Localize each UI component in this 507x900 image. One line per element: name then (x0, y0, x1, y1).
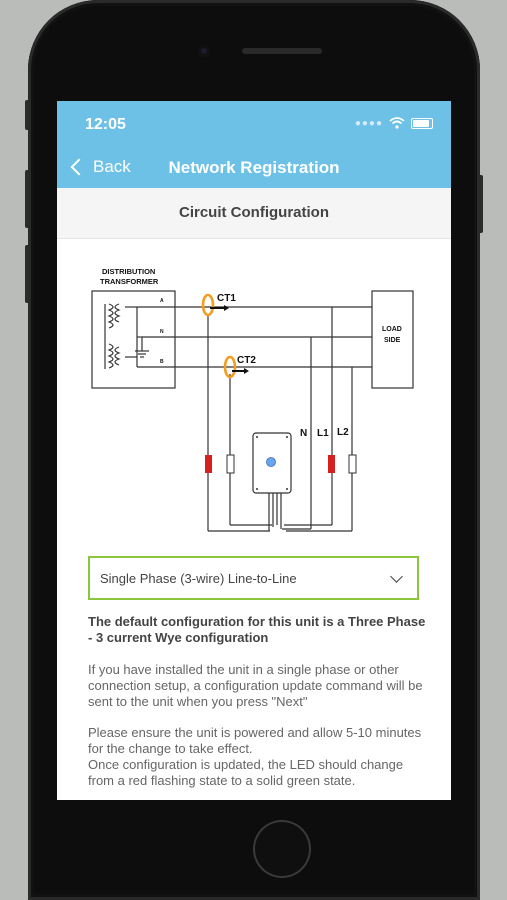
label-distribution: DISTRIBUTION (102, 267, 155, 276)
label-n: N (300, 428, 307, 439)
label-ct1: CT1 (217, 293, 236, 304)
label-ct2: CT2 (237, 355, 256, 366)
white-clip-left (226, 454, 235, 474)
configuration-select[interactable]: Single Phase (3-wire) Line-to-Line (88, 556, 419, 600)
red-clip-right (328, 455, 335, 473)
led-indicator-icon (266, 457, 276, 467)
red-clip-left (205, 455, 212, 473)
device-screw-icon (286, 436, 288, 438)
default-config-note: The default configuration for this unit … (88, 614, 426, 645)
label-phase-a: A (160, 298, 164, 304)
wifi-icon (389, 117, 405, 129)
instruction-paragraph-2: Please ensure the unit is powered and al… (88, 725, 428, 789)
label-side: SIDE (384, 337, 401, 344)
chevron-down-icon (390, 569, 403, 583)
top-bar: 12:05 ●●●● Back Network Registration (57, 101, 451, 188)
status-time: 12:05 (85, 116, 126, 133)
label-neutral-small: N (160, 329, 164, 335)
volume-down-button (25, 245, 30, 303)
load-side-box (371, 290, 414, 389)
label-transformer: TRANSFORMER (100, 277, 159, 286)
transformer-coil-icon (104, 303, 149, 369)
ct1-clamp (201, 293, 215, 317)
device-cable (268, 493, 282, 531)
instruction-paragraph-1: If you have installed the unit in a sing… (88, 662, 423, 709)
back-button[interactable]: Back (69, 157, 131, 177)
drop-wires (207, 307, 353, 532)
mute-switch (25, 100, 30, 130)
device-screw-icon (256, 436, 258, 438)
app-screen: 12:05 ●●●● Back Network Registration Cir… (57, 101, 451, 800)
front-camera (198, 45, 210, 57)
label-load: LOAD (382, 326, 402, 333)
label-l2: L2 (337, 427, 349, 438)
signal-icon: ●●●● (354, 117, 383, 129)
ct2-clamp (223, 355, 237, 379)
instruction-paragraph-2-line-2: Once configuration is updated, the LED s… (88, 757, 404, 788)
transformer-box (91, 290, 176, 389)
label-phase-b: B (160, 359, 164, 365)
power-button (478, 175, 483, 233)
instruction-paragraph-2-line-1: Please ensure the unit is powered and al… (88, 725, 422, 756)
wiring-diagram: DISTRIBUTION TRANSFORMER A N B LOAD SIDE (87, 259, 422, 536)
configuration-select-value: Single Phase (3-wire) Line-to-Line (100, 570, 297, 586)
device-screw-icon (286, 488, 288, 490)
ct1-arrow-icon (224, 305, 229, 311)
earpiece-speaker (242, 48, 322, 54)
home-button[interactable] (253, 820, 311, 878)
main-lines (136, 306, 372, 368)
status-icons: ●●●● (355, 117, 433, 129)
page-title: Network Registration (168, 158, 340, 177)
label-l1: L1 (317, 428, 329, 439)
white-clip-right (348, 454, 357, 474)
battery-icon (411, 117, 433, 129)
volume-up-button (25, 170, 30, 228)
section-title: Circuit Configuration (57, 188, 451, 239)
back-label: Back (93, 157, 131, 176)
device-screw-icon (256, 488, 258, 490)
ct2-arrow-icon (244, 368, 249, 374)
ct-arrows (210, 307, 244, 372)
